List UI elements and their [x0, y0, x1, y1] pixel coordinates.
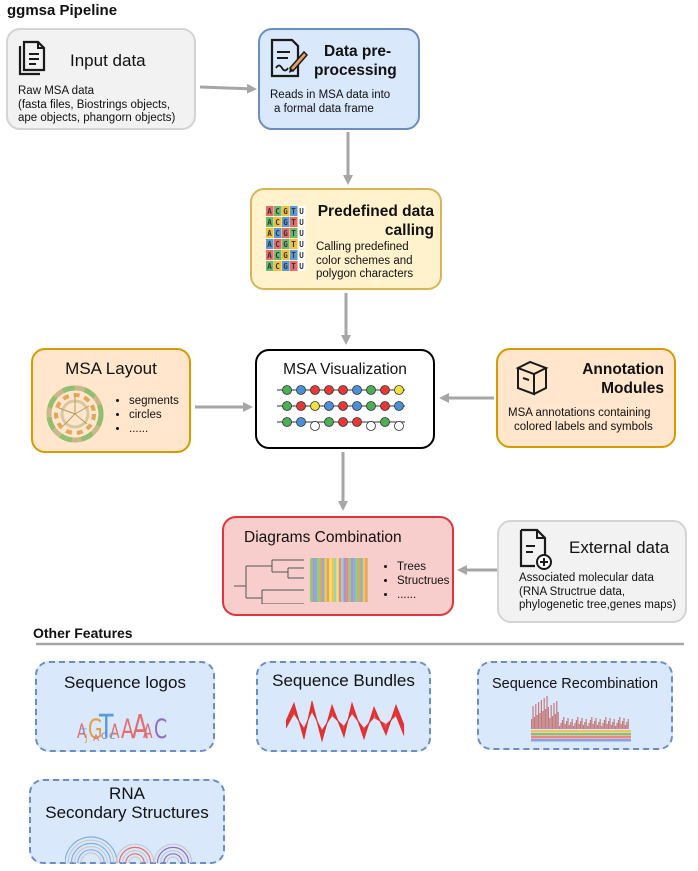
document-add-icon	[519, 528, 552, 570]
tree-alignment-icon	[234, 558, 368, 604]
svg-text:C: C	[275, 240, 280, 249]
input-data-title: Input data	[70, 51, 146, 70]
msa-layout-title: MSA Layout	[65, 359, 157, 378]
msa-layout-list: segments circles ......	[113, 394, 179, 436]
svg-text:T: T	[291, 240, 296, 249]
sequence-bundles-icon	[286, 700, 405, 743]
msa-visualization-box: MSA Visualization	[255, 349, 435, 449]
svg-text:U: U	[299, 207, 304, 216]
external-data-title: External data	[569, 538, 670, 557]
svg-text:A: A	[110, 721, 120, 744]
svg-text:U: U	[299, 251, 304, 260]
list-item: Structrues	[397, 574, 449, 588]
pipeline-title: ggmsa Pipeline	[7, 2, 118, 19]
svg-text:U: U	[299, 240, 304, 249]
svg-text:A: A	[267, 229, 272, 238]
input-data-desc: Raw MSA data(fasta files, Biostrings obj…	[18, 85, 176, 124]
svg-text:G: G	[283, 240, 288, 249]
svg-text:G: G	[283, 251, 288, 260]
svg-text:C: C	[154, 715, 167, 745]
sequence-bundles-box: Sequence Bundles	[256, 661, 431, 752]
recombination-plot-icon	[531, 696, 631, 742]
svg-text:T: T	[98, 707, 114, 745]
svg-text:A: A	[267, 207, 272, 216]
svg-text:U: U	[299, 218, 304, 227]
svg-text:U: U	[299, 262, 304, 271]
sequence-nodes-icon	[277, 385, 405, 431]
list-item: ......	[397, 588, 449, 602]
svg-text:A: A	[267, 218, 272, 227]
sequence-recombination-title: Sequence Recombination	[491, 676, 659, 692]
svg-text:A: A	[121, 715, 134, 745]
svg-text:C: C	[275, 207, 280, 216]
preprocessing-box: Data pre-processing Reads in MSA data in…	[258, 28, 420, 130]
sequence-bundles-title: Sequence Bundles	[272, 671, 415, 690]
svg-text:C: C	[275, 262, 280, 271]
svg-text:A: A	[93, 734, 100, 744]
svg-text:A: A	[77, 721, 87, 744]
svg-text:G: G	[283, 207, 288, 216]
list-item: Trees	[397, 560, 449, 574]
diagrams-combination-title: Diagrams Combination	[244, 529, 402, 546]
document-edit-icon	[270, 38, 308, 78]
svg-text:C: C	[109, 732, 115, 742]
svg-text:T: T	[80, 728, 87, 738]
rna-arcs-icon	[65, 836, 193, 863]
list-item: circles	[129, 408, 179, 422]
box-icon	[515, 360, 549, 396]
sequence-logos-title: Sequence logos	[64, 673, 186, 692]
msa-layout-box: MSA Layout segments circles ......	[31, 348, 191, 453]
arrow-input-to-preprocess	[199, 83, 257, 94]
svg-text:A: A	[143, 721, 153, 744]
svg-text:G: G	[283, 262, 288, 271]
list-item: ......	[129, 422, 179, 436]
external-data-box: External data Associated molecular data(…	[497, 520, 687, 623]
svg-text:A: A	[267, 251, 272, 260]
other-features-title: Other Features	[33, 625, 133, 641]
msa-visualization-title: MSA Visualization	[283, 361, 407, 378]
external-data-desc: Associated molecular data(RNA Structrue …	[519, 572, 677, 611]
svg-text:C: C	[275, 229, 280, 238]
circular-layout-icon	[46, 385, 104, 443]
sequence-recombination-box: Sequence Recombination	[477, 661, 673, 750]
svg-text:T: T	[291, 251, 296, 260]
svg-text:G: G	[283, 229, 288, 238]
documents-icon	[18, 40, 46, 76]
svg-text:T: T	[291, 207, 296, 216]
svg-text:T: T	[291, 229, 296, 238]
svg-text:C: C	[275, 218, 280, 227]
svg-text:U: U	[299, 229, 304, 238]
svg-text:C: C	[275, 251, 280, 260]
svg-text:G: G	[88, 715, 103, 745]
diagrams-combination-box: Diagrams Combination Trees Structrues ..…	[222, 516, 454, 616]
svg-text:C: C	[101, 732, 107, 742]
svg-text:G: G	[283, 218, 288, 227]
svg-text:A: A	[132, 707, 148, 745]
input-data-box: Input data Raw MSA data(fasta files, Bio…	[6, 28, 196, 130]
svg-text:J: J	[84, 734, 88, 744]
svg-text:A: A	[267, 240, 272, 249]
svg-text:T: T	[291, 262, 296, 271]
svg-text:A: A	[267, 262, 272, 271]
diagrams-combination-list: Trees Structrues ......	[381, 560, 449, 602]
svg-text:T: T	[291, 218, 296, 227]
list-item: segments	[129, 394, 179, 408]
preprocessing-title: Data pre-processing	[314, 43, 397, 79]
